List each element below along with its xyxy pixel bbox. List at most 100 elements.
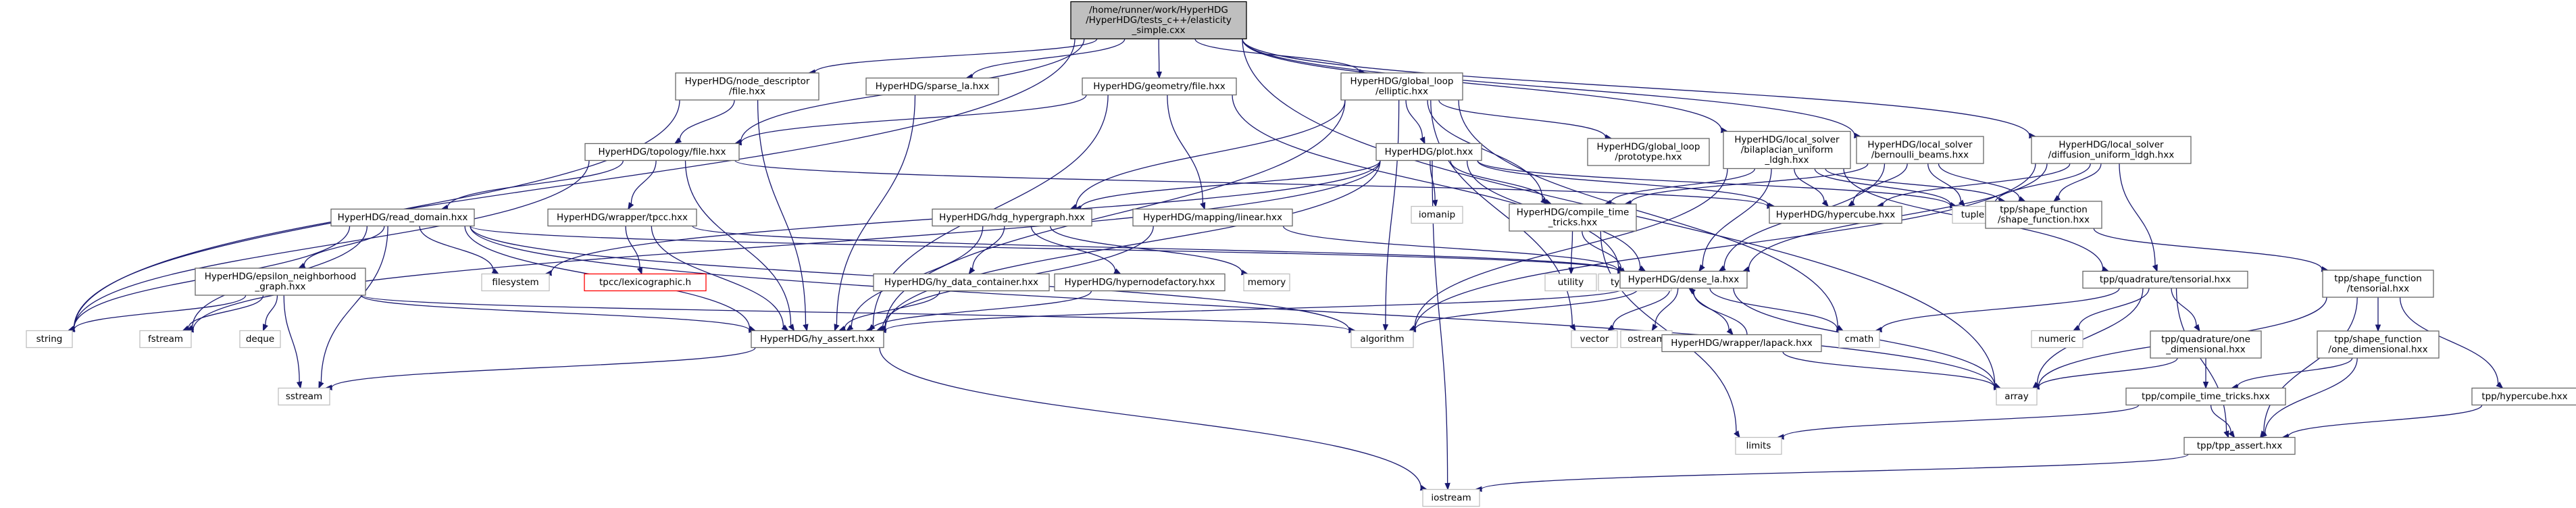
arrowhead-icon bbox=[2202, 382, 2209, 389]
node-read-domain[interactable]: HyperHDG/read_domain.hxx bbox=[330, 208, 475, 227]
arrowhead-icon bbox=[1432, 199, 1438, 207]
node-label-line: vector bbox=[1580, 334, 1609, 345]
node-label-line: HyperHDG/local_solver bbox=[1734, 134, 1840, 145]
node-dense-la[interactable]: HyperHDG/dense_la.hxx bbox=[1619, 270, 1748, 289]
node-plot[interactable]: HyperHDG/plot.hxx bbox=[1375, 143, 1482, 161]
node-filesystem: filesystem bbox=[481, 273, 550, 292]
node-label-line: _ldgh.hxx bbox=[1764, 155, 1809, 166]
node-ls-diffusion[interactable]: HyperHDG/local_solver/diffusion_uniform_… bbox=[2031, 136, 2192, 164]
node-ls-bernoulli[interactable]: HyperHDG/local_solver/bernoulli_beams.hx… bbox=[1856, 136, 1984, 164]
edge-ls_bilaplacian-to-shape_function bbox=[1825, 168, 2006, 203]
node-global-loop-proto[interactable]: HyperHDG/global_loop/prototype.hxx bbox=[1587, 138, 1710, 166]
node-box bbox=[139, 330, 192, 349]
node-box bbox=[751, 330, 884, 349]
edge-line bbox=[2265, 357, 2358, 434]
edge-line bbox=[2078, 288, 2150, 328]
node-utility: utility bbox=[1544, 273, 1597, 292]
node-label-line: tpp/hypercube.hxx bbox=[2481, 391, 2567, 402]
node-hy-assert[interactable]: HyperHDG/hy_assert.hxx bbox=[751, 330, 884, 349]
arrowhead-icon bbox=[1734, 430, 1740, 438]
edge-mapping_linear-to-dense_la bbox=[1282, 226, 1625, 274]
arrowhead-icon bbox=[1847, 200, 1855, 207]
node-hdg-hypergraph[interactable]: HyperHDG/hdg_hypergraph.hxx bbox=[932, 208, 1092, 227]
node-sparse-la[interactable]: HyperHDG/sparse_la.hxx bbox=[865, 77, 999, 96]
node-box bbox=[1571, 330, 1618, 349]
node-box bbox=[2125, 387, 2286, 406]
node-tpcc-lexico: tpcc/lexicographic.h bbox=[584, 273, 707, 292]
node-geometry-file[interactable]: HyperHDG/geometry/file.hxx bbox=[1082, 77, 1237, 96]
node-shape-function[interactable]: tpp/shape_function/shape_function.hxx bbox=[1985, 201, 2102, 229]
edge-line bbox=[871, 290, 1092, 330]
edge-dense_la-to-ostream bbox=[1651, 288, 1679, 332]
node-wrapper-lapack[interactable]: HyperHDG/wrapper/lapack.hxx bbox=[1661, 334, 1822, 353]
arrowhead-icon bbox=[1569, 324, 1576, 332]
arrowhead-icon bbox=[2228, 430, 2236, 438]
node-sf-tensorial[interactable]: tpp/shape_function/tensorial.hxx bbox=[2322, 270, 2434, 298]
arrowhead-icon bbox=[2375, 324, 2381, 332]
node-memory: memory bbox=[1243, 273, 1290, 292]
node-tpp-hypercube[interactable]: tpp/hypercube.hxx bbox=[2471, 387, 2576, 406]
arrowhead-icon bbox=[1688, 287, 1696, 295]
node-box bbox=[2031, 136, 2192, 164]
node-box bbox=[1411, 205, 1463, 224]
node-tpp-compile-time[interactable]: tpp/compile_time_tricks.hxx bbox=[2125, 387, 2286, 406]
node-label-line: limits bbox=[1746, 440, 1771, 451]
arrowhead-icon bbox=[1607, 324, 1615, 332]
node-quad-one-dim[interactable]: tpp/quadrature/one_dimensional.hxx bbox=[2150, 330, 2262, 359]
node-sf-one-dim[interactable]: tpp/shape_function/one_dimensional.hxx bbox=[2317, 330, 2440, 359]
node-label-line: /diffusion_uniform_ldgh.hxx bbox=[2048, 150, 2174, 161]
node-node-desc[interactable]: HyperHDG/node_descriptor/file.hxx bbox=[675, 72, 819, 101]
edge-line bbox=[692, 225, 1619, 272]
edge-line bbox=[419, 226, 494, 271]
node-mapping-linear[interactable]: HyperHDG/mapping/linear.hxx bbox=[1132, 208, 1293, 227]
edge-line bbox=[74, 295, 247, 330]
node-quad-tensorial[interactable]: tpp/quadrature/tensorial.hxx bbox=[2082, 270, 2248, 289]
node-ls-bilaplacian[interactable]: HyperHDG/local_solver/bilaplacian_unifor… bbox=[1723, 130, 1851, 170]
arrowhead-icon bbox=[2223, 430, 2229, 438]
edge-line bbox=[188, 295, 264, 329]
edge-root-to-geometry_file bbox=[1156, 39, 1162, 79]
node-limits: limits bbox=[1735, 436, 1782, 455]
node-global-loop-elliptic[interactable]: HyperHDG/global_loop/elliptic.hxx bbox=[1340, 72, 1463, 101]
node-string: string bbox=[26, 330, 73, 349]
node-layer: /home/runner/work/HyperHDG/HyperHDG/test… bbox=[26, 1, 2576, 507]
edge-global_loop_elliptic-to-plot bbox=[1405, 99, 1425, 145]
arrowhead-icon bbox=[781, 324, 789, 332]
node-label-line: /shape_function.hxx bbox=[1998, 215, 2090, 226]
node-box bbox=[1856, 136, 1984, 164]
node-label-line: /elliptic.hxx bbox=[1375, 86, 1428, 97]
node-tpp-assert[interactable]: tpp/tpp_assert.hxx bbox=[2183, 436, 2296, 455]
node-hypernodefactory[interactable]: HyperHDG/hypernodefactory.hxx bbox=[1054, 273, 1226, 292]
edge-line bbox=[1414, 168, 1728, 328]
node-wrapper-tpcc[interactable]: HyperHDG/wrapper/tpcc.hxx bbox=[547, 208, 697, 227]
node-box bbox=[2082, 270, 2248, 289]
edge-line bbox=[447, 160, 624, 208]
node-label-line: tpp/shape_function bbox=[2000, 205, 2088, 215]
node-eps-neighborhood[interactable]: HyperHDG/epsilon_neighborhood_graph.hxx bbox=[195, 268, 366, 296]
node-label-line: HyperHDG/mapping/linear.hxx bbox=[1143, 212, 1282, 223]
edge-line bbox=[757, 99, 807, 325]
edge-line bbox=[971, 226, 1005, 270]
edge-quad_one_dim-to-array bbox=[2031, 357, 2178, 390]
edge-dense_la-to-wrapper_lapack bbox=[1692, 288, 1734, 336]
node-box bbox=[1619, 270, 1748, 289]
arrowhead-icon bbox=[1156, 71, 1162, 79]
arrowhead-icon bbox=[296, 381, 303, 389]
edge-tpp_compile_time-to-limits bbox=[1776, 404, 2140, 440]
edge-line bbox=[679, 99, 735, 141]
node-label-line: fstream bbox=[148, 334, 183, 345]
edge-eps_neighborhood-to-deque bbox=[262, 295, 278, 332]
edge-geometry_file-to-dense_la bbox=[1232, 95, 1625, 272]
node-hypercube[interactable]: HyperHDG/hypercube.hxx bbox=[1769, 205, 1902, 224]
node-topology-file[interactable]: HyperHDG/topology/file.hxx bbox=[584, 143, 740, 161]
node-box bbox=[873, 273, 1050, 292]
node-label-line: HyperHDG/global_loop bbox=[1597, 142, 1700, 153]
node-box bbox=[1661, 334, 1822, 353]
node-hy-data-container[interactable]: HyperHDG/hy_data_container.hxx bbox=[873, 273, 1050, 292]
edge-line bbox=[2237, 357, 2353, 387]
node-box bbox=[2471, 387, 2576, 406]
node-label-line: HyperHDG/plot.hxx bbox=[1385, 147, 1473, 157]
node-label-line: HyperHDG/local_solver bbox=[2059, 140, 2164, 151]
node-compile-time[interactable]: HyperHDG/compile_time_tricks.hxx bbox=[1509, 203, 1637, 232]
edge-ls_diffusion-to-shape_function bbox=[2052, 163, 2102, 202]
